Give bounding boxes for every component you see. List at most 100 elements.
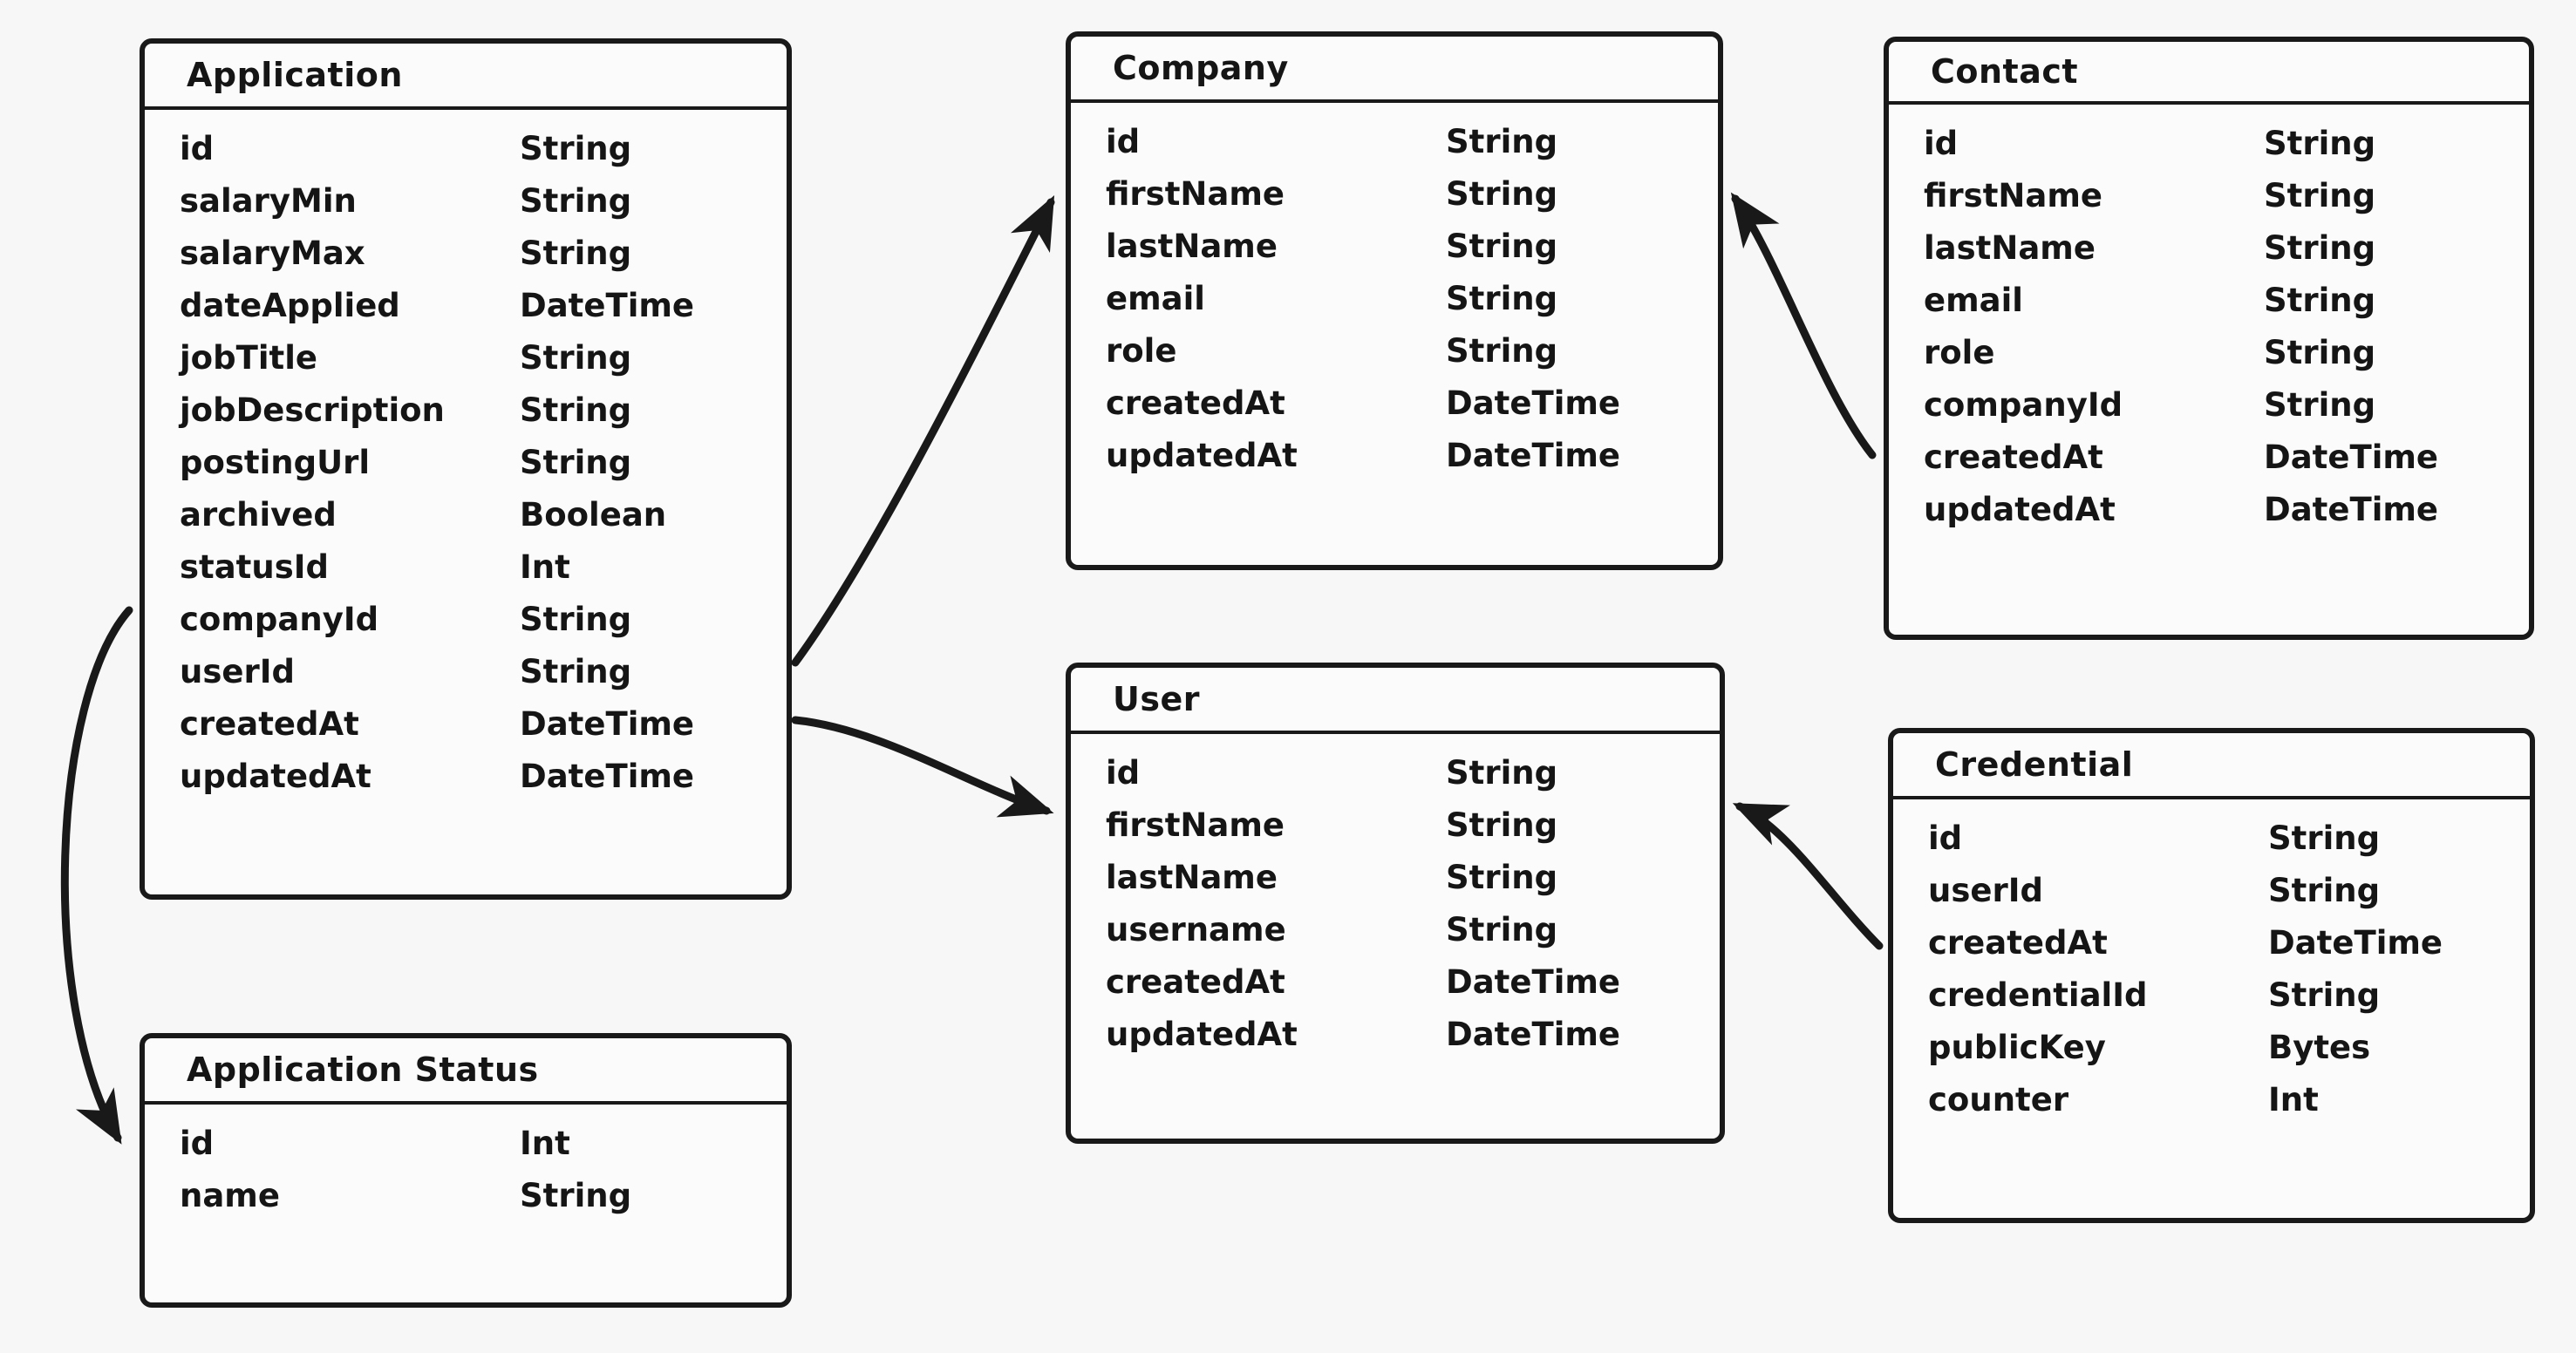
- entity-fields-user: id String firstName String lastName Stri…: [1071, 734, 1720, 1139]
- field-type: String: [1446, 228, 1558, 265]
- field-name: createdAt: [1106, 384, 1285, 422]
- field-type: String: [520, 235, 632, 272]
- field-type: DateTime: [1446, 437, 1621, 474]
- field-name: email: [1924, 282, 2023, 319]
- field-name: userId: [1928, 872, 2043, 909]
- field-row: jobTitle String: [180, 342, 787, 394]
- field-row: username String: [1106, 914, 1720, 966]
- field-type: String: [2264, 334, 2376, 371]
- entity-application[interactable]: Application id String salaryMin String s…: [140, 38, 792, 900]
- field-type: DateTime: [2264, 439, 2439, 476]
- field-type: DateTime: [1446, 384, 1621, 422]
- field-row: id String: [1106, 757, 1720, 809]
- edge-application-to-company: [791, 194, 1055, 667]
- field-name: updatedAt: [1106, 437, 1298, 474]
- field-name: userId: [180, 653, 295, 690]
- field-type: String: [1446, 911, 1558, 948]
- field-type: DateTime: [520, 705, 695, 743]
- field-name: firstName: [1924, 177, 2102, 214]
- field-row: userId String: [1928, 874, 2530, 927]
- entity-fields-application-status: id Int name String: [145, 1105, 787, 1302]
- field-name: dateApplied: [180, 287, 400, 324]
- entity-title-contact: Contact: [1931, 52, 2079, 91]
- field-name: createdAt: [1924, 439, 2103, 476]
- entity-header-company: Company: [1071, 37, 1718, 103]
- field-type: DateTime: [520, 758, 695, 795]
- field-type: Int: [2268, 1081, 2319, 1118]
- entity-credential[interactable]: Credential id String userId String creat…: [1888, 728, 2535, 1223]
- field-row: id String: [180, 133, 787, 185]
- field-row: firstName String: [1924, 180, 2529, 232]
- field-name: companyId: [1924, 386, 2123, 424]
- field-name: createdAt: [1106, 963, 1285, 1001]
- entity-title-application: Application: [187, 56, 403, 94]
- field-name: credentialId: [1928, 976, 2148, 1014]
- field-name: statusId: [180, 548, 329, 586]
- entity-fields-company: id String firstName String lastName Stri…: [1071, 103, 1718, 565]
- field-type: String: [1446, 754, 1558, 792]
- field-row: name String: [180, 1180, 787, 1232]
- field-name: id: [180, 1125, 215, 1162]
- entity-title-user: User: [1113, 680, 1200, 718]
- edge-contact-to-company: [1730, 192, 1877, 459]
- field-row: role String: [1924, 337, 2529, 389]
- field-row: postingUrl String: [180, 446, 787, 499]
- entity-user[interactable]: User id String firstName String lastName…: [1066, 663, 1725, 1144]
- field-type: String: [1446, 859, 1558, 896]
- field-name: archived: [180, 496, 337, 534]
- field-name: id: [1928, 819, 1963, 857]
- field-row: firstName String: [1106, 809, 1720, 861]
- field-type: DateTime: [1446, 963, 1621, 1001]
- field-row: createdAt DateTime: [1928, 927, 2530, 979]
- field-type: DateTime: [520, 287, 695, 324]
- field-name: lastName: [1106, 228, 1278, 265]
- field-type: String: [2264, 177, 2376, 214]
- field-type: String: [520, 339, 632, 377]
- field-name: role: [1924, 334, 1995, 371]
- field-row: id String: [1106, 126, 1718, 178]
- field-row: companyId String: [1924, 389, 2529, 441]
- entity-company[interactable]: Company id String firstName String lastN…: [1066, 31, 1723, 570]
- field-name: id: [180, 130, 215, 167]
- field-name: counter: [1928, 1081, 2069, 1118]
- field-row: publicKey Bytes: [1928, 1031, 2530, 1084]
- field-name: updatedAt: [1924, 491, 2116, 528]
- field-name: lastName: [1106, 859, 1278, 896]
- field-row: id Int: [180, 1127, 787, 1180]
- field-name: id: [1924, 125, 1959, 162]
- field-row: counter Int: [1928, 1084, 2530, 1136]
- field-type: String: [520, 601, 632, 638]
- field-type: String: [520, 444, 632, 481]
- entity-header-contact: Contact: [1889, 42, 2529, 105]
- field-row: email String: [1106, 282, 1718, 335]
- field-name: name: [180, 1177, 280, 1214]
- field-name: jobTitle: [180, 339, 317, 377]
- field-name: updatedAt: [180, 758, 371, 795]
- field-row: credentialId String: [1928, 979, 2530, 1031]
- field-type: Bytes: [2268, 1029, 2371, 1066]
- entity-fields-contact: id String firstName String lastName Stri…: [1889, 105, 2529, 635]
- entity-title-company: Company: [1113, 49, 1289, 87]
- field-row: lastName String: [1106, 861, 1720, 914]
- field-type: String: [2264, 386, 2376, 424]
- field-row: email String: [1924, 284, 2529, 337]
- entity-contact[interactable]: Contact id String firstName String lastN…: [1884, 37, 2534, 640]
- entity-application-status[interactable]: Application Status id Int name String: [140, 1033, 792, 1308]
- field-row: salaryMax String: [180, 237, 787, 289]
- field-row: lastName String: [1924, 232, 2529, 284]
- field-name: postingUrl: [180, 444, 371, 481]
- edge-credential-to-user: [1732, 802, 1884, 950]
- entity-title-application-status: Application Status: [187, 1050, 539, 1089]
- field-type: String: [520, 391, 632, 429]
- entity-fields-application: id String salaryMin String salaryMax Str…: [145, 110, 787, 894]
- field-type: DateTime: [2264, 491, 2439, 528]
- field-row: updatedAt DateTime: [1106, 1018, 1720, 1071]
- field-row: createdAt DateTime: [1106, 387, 1718, 439]
- field-name: createdAt: [1928, 924, 2108, 962]
- entity-header-application: Application: [145, 44, 787, 110]
- field-name: lastName: [1924, 229, 2096, 267]
- field-name: publicKey: [1928, 1029, 2106, 1066]
- field-name: salaryMin: [180, 182, 357, 220]
- field-row: updatedAt DateTime: [1106, 439, 1718, 492]
